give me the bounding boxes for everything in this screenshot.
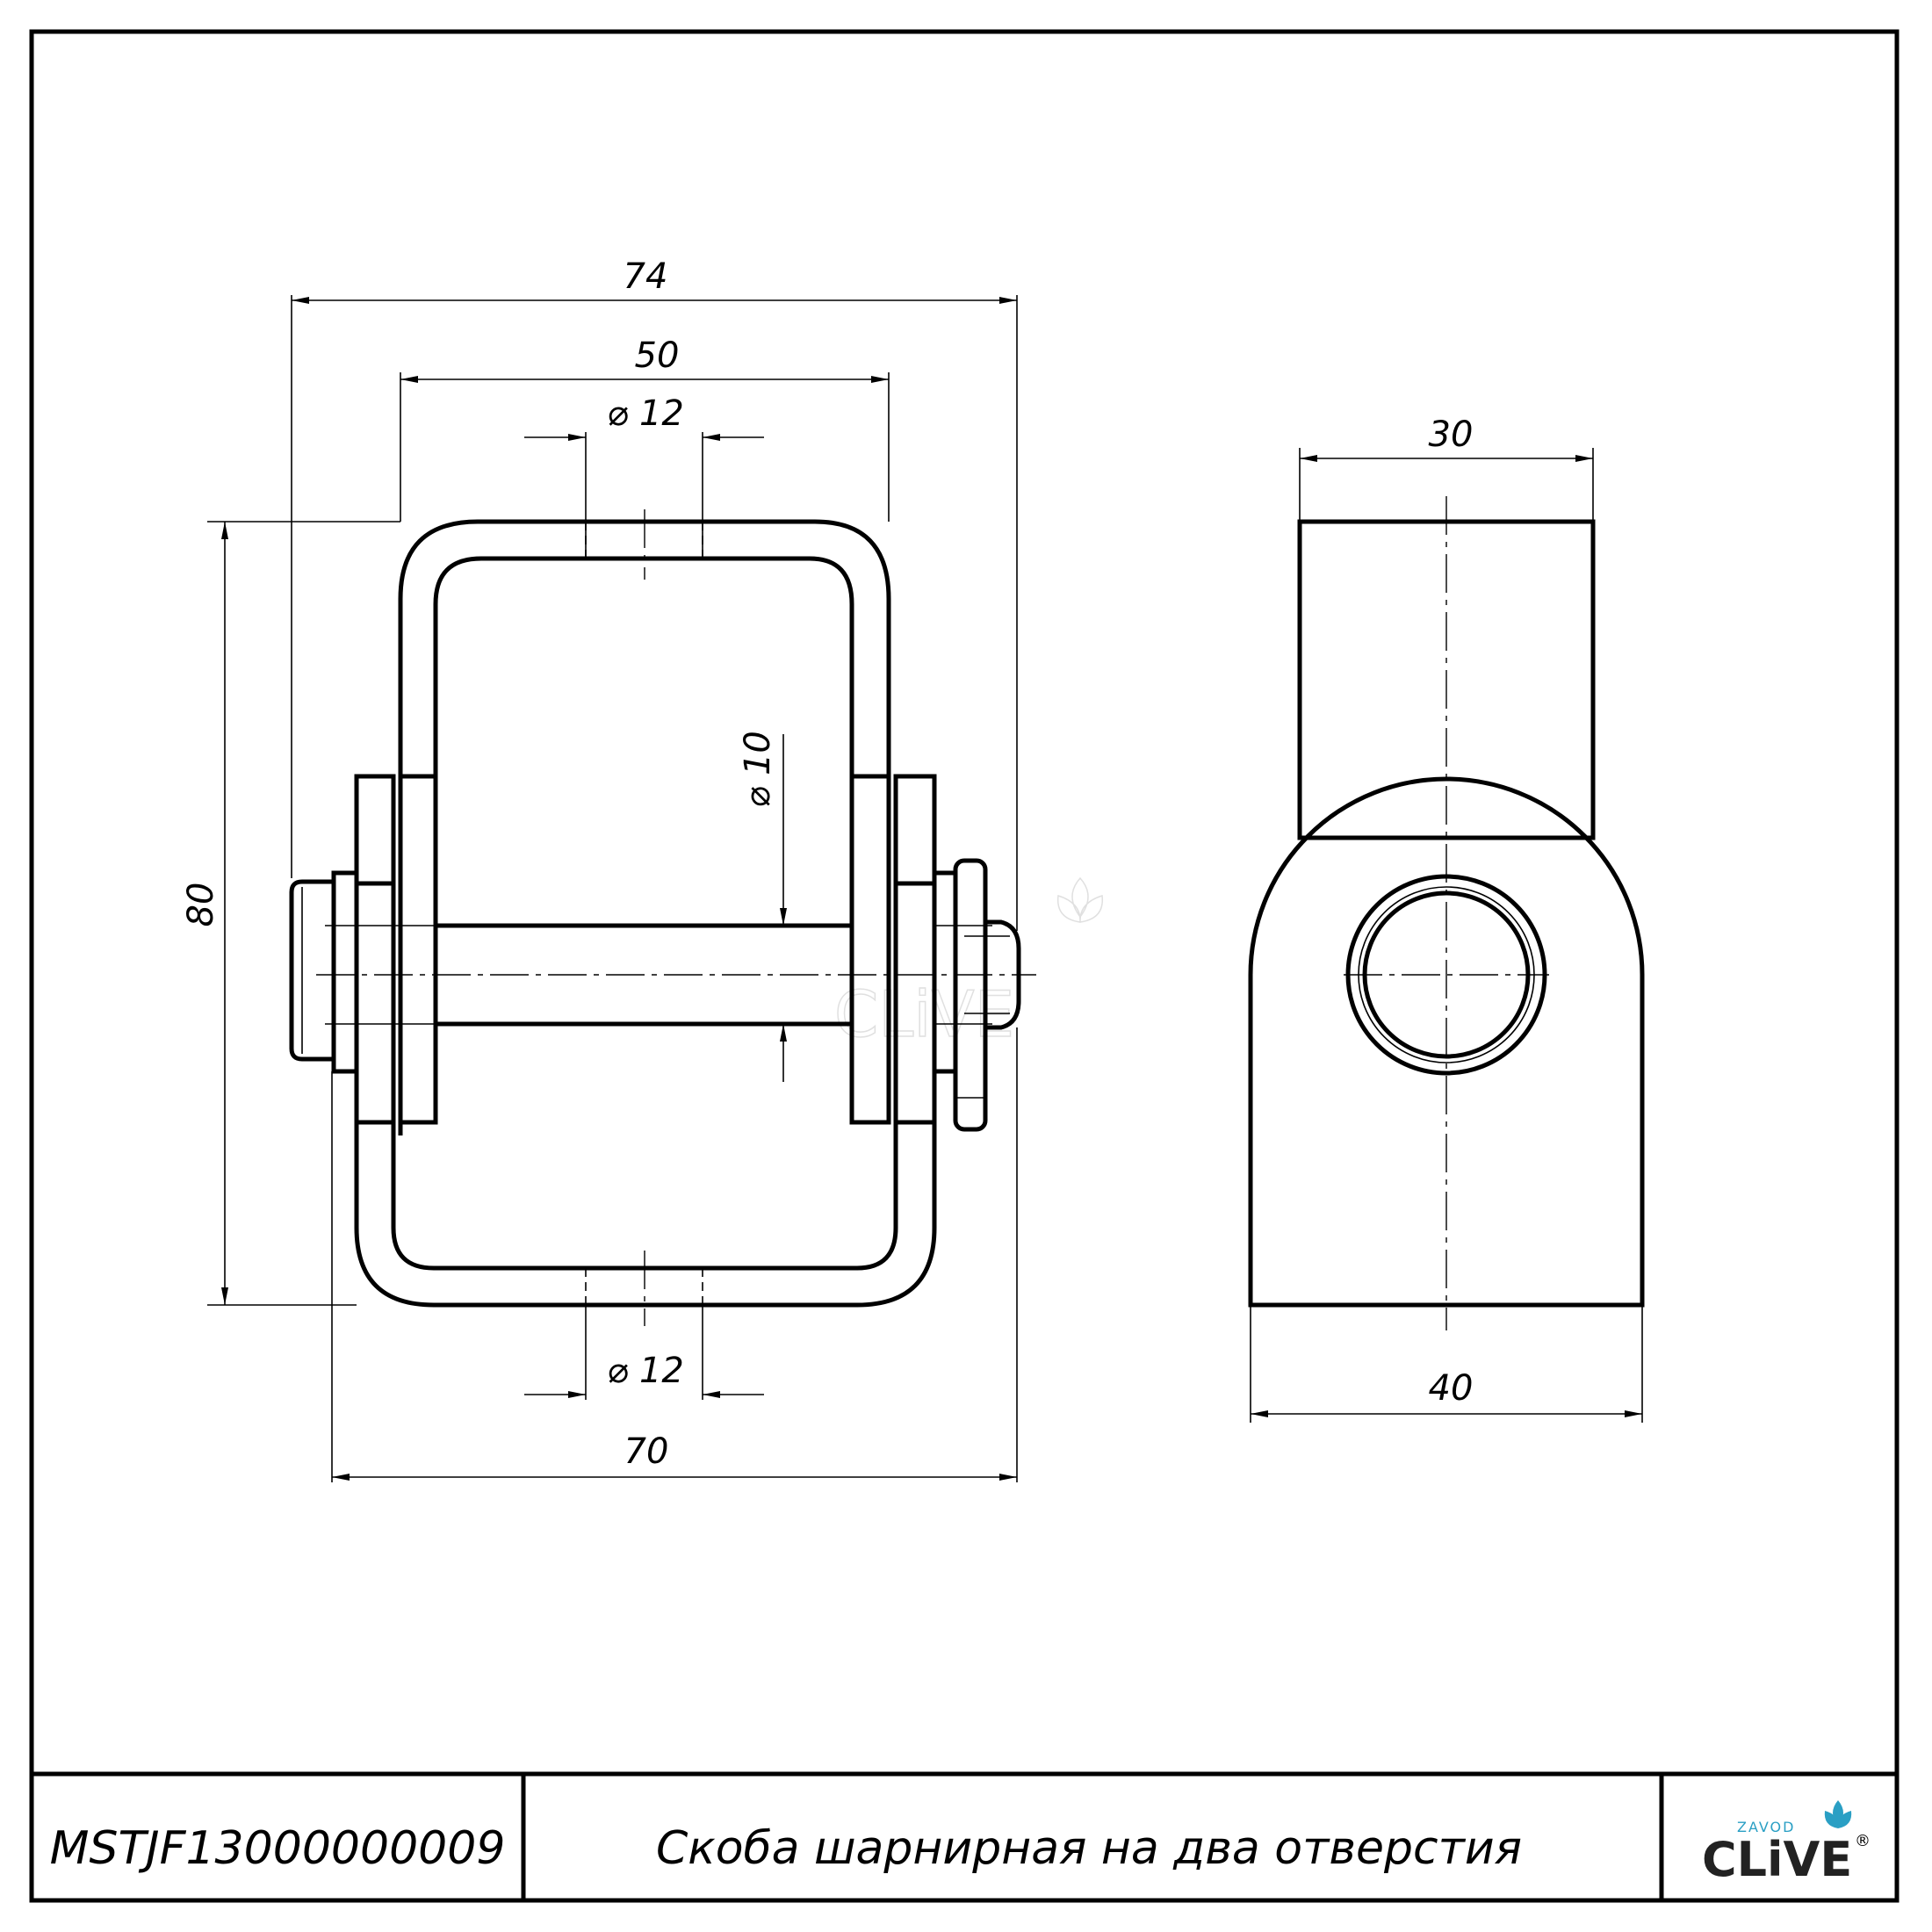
company-logo: ZAVOD CLiVE ® [1702, 1800, 1871, 1887]
part-name: Скоба шарнирная на два отверстия [656, 1822, 1522, 1875]
bracket-inner-lower [391, 883, 898, 1271]
watermark: CLiVE [833, 876, 1104, 1052]
side-lower-lug [1248, 776, 1645, 1308]
dim-top-hole-label: ⌀ 12 [607, 393, 684, 434]
dim-bottom-hole: ⌀ 12 [524, 1305, 764, 1400]
dim-side-bottom-width: 40 [1250, 1305, 1643, 1423]
dim-40-label: 40 [1429, 1368, 1474, 1409]
leaf-icon [1824, 1800, 1852, 1828]
dim-overall-width: 74 [291, 256, 1018, 931]
right-plate [893, 774, 937, 1125]
logo-registered: ® [1855, 1832, 1871, 1850]
right-plate-inner [849, 774, 891, 1125]
pin-head [289, 879, 334, 1062]
front-view: 74 50 ⌀ 12 ⌀ 10 80 [181, 256, 1036, 1482]
dim-height: 80 [181, 521, 400, 1306]
logo-small-text: ZAVOD [1737, 1819, 1795, 1835]
dim-base-width: 70 [331, 1027, 1018, 1482]
dim-pin-label: ⌀ 10 [738, 731, 778, 808]
bracket-inner-upper [433, 556, 854, 1122]
title-block: MSTJF13000000009 Скоба шарнирная на два … [50, 1800, 1871, 1887]
dim-74-label: 74 [624, 256, 668, 297]
watermark-leaf-icon [1056, 876, 1104, 923]
dim-80-label: 80 [181, 883, 221, 927]
part-number: MSTJF13000000009 [50, 1822, 506, 1875]
dim-50-label: 50 [635, 335, 680, 376]
pin-head-collar [331, 870, 359, 1074]
dim-bracket-width: 50 [400, 335, 890, 522]
left-plate [354, 774, 396, 1125]
left-plate-inner [398, 774, 438, 1125]
bracket-outer-upper [398, 519, 891, 1135]
dim-pin-diameter: ⌀ 10 [738, 731, 787, 1082]
dim-30-label: 30 [1429, 415, 1474, 455]
sheet-frame [29, 29, 1900, 1903]
right-plate-upper [893, 774, 937, 886]
side-view: 30 40 [1248, 415, 1645, 1423]
dim-side-top-width: 30 [1299, 415, 1594, 522]
left-plate-upper [354, 774, 396, 886]
dim-70-label: 70 [624, 1431, 669, 1472]
cotter-pin [953, 858, 988, 1132]
bracket-outer-lower [354, 883, 937, 1308]
dim-bottom-hole-label: ⌀ 12 [607, 1351, 684, 1391]
dim-top-hole: ⌀ 12 [524, 393, 764, 559]
logo-brand: CLiVE [1702, 1832, 1852, 1887]
